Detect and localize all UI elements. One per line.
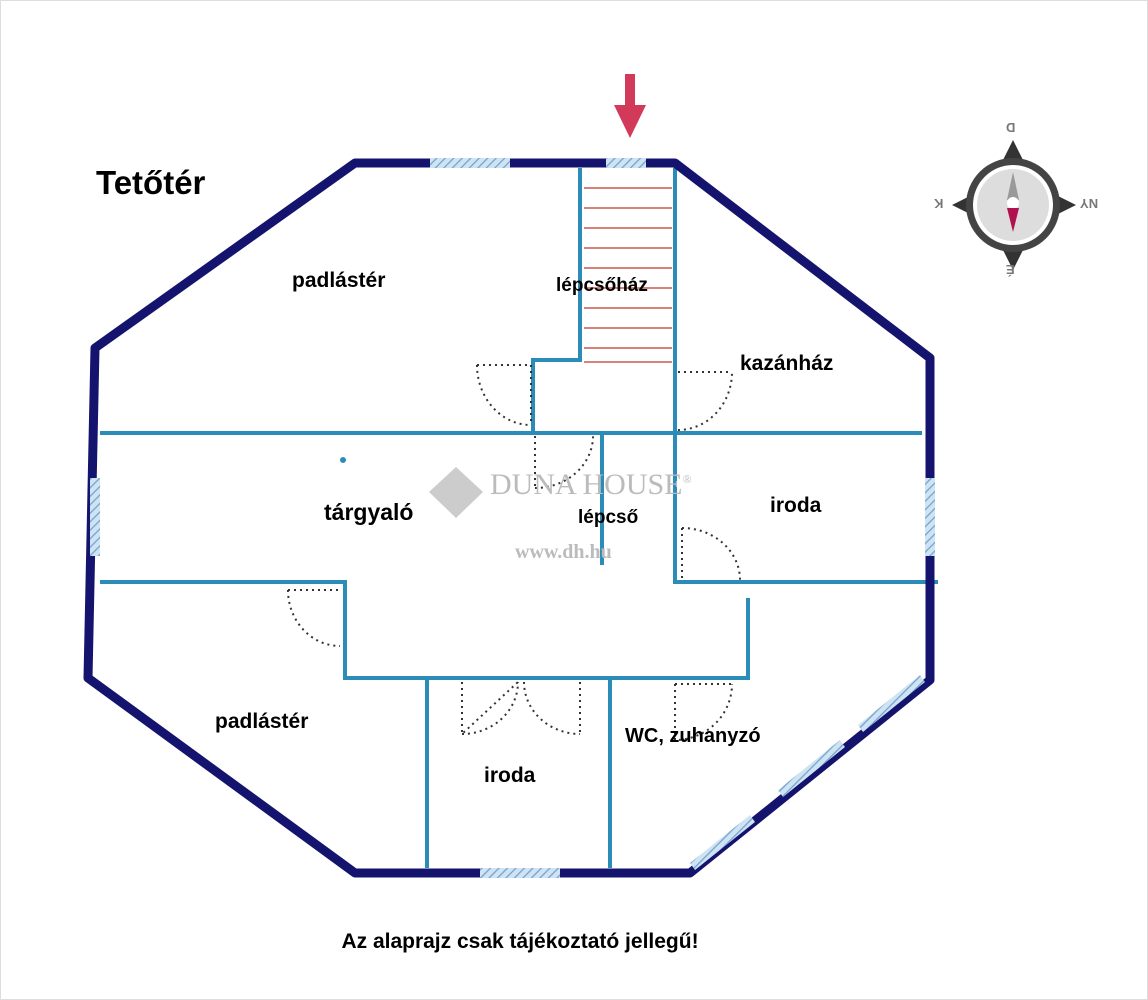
page-title: Tetőtér: [96, 164, 206, 201]
compass-label-north: É: [1006, 262, 1015, 277]
compass-icon: [952, 140, 1076, 270]
room-label: lépcső: [578, 507, 639, 528]
compass-label-east: K: [934, 196, 944, 211]
compass-label-south: D: [1006, 120, 1016, 135]
room-label: lépcsőház: [556, 275, 648, 296]
room-label: padlástér: [292, 269, 386, 292]
inner-walls: [100, 168, 938, 868]
duna-house-logo-icon: [429, 467, 483, 518]
room-label: iroda: [770, 494, 822, 517]
disclaimer-note: Az alaprajz csak tájékoztató jellegű!: [341, 930, 699, 953]
room-label: kazánház: [740, 352, 834, 375]
windows: [90, 158, 935, 878]
outer-walls: [83, 158, 935, 878]
stairs: [584, 187, 672, 363]
watermark-brand: DUNA HOUSE®: [490, 468, 692, 501]
room-label: tárgyaló: [324, 499, 414, 525]
room-label: iroda: [484, 764, 536, 787]
watermark-url: www.dh.hu: [515, 541, 612, 563]
door-swings: [287, 364, 741, 742]
compass-label-west: NY: [1080, 196, 1099, 211]
room-label: WC, zuhanyzó: [625, 725, 761, 747]
room-label: padlástér: [215, 710, 309, 733]
entrance-arrow-icon: [614, 74, 646, 138]
